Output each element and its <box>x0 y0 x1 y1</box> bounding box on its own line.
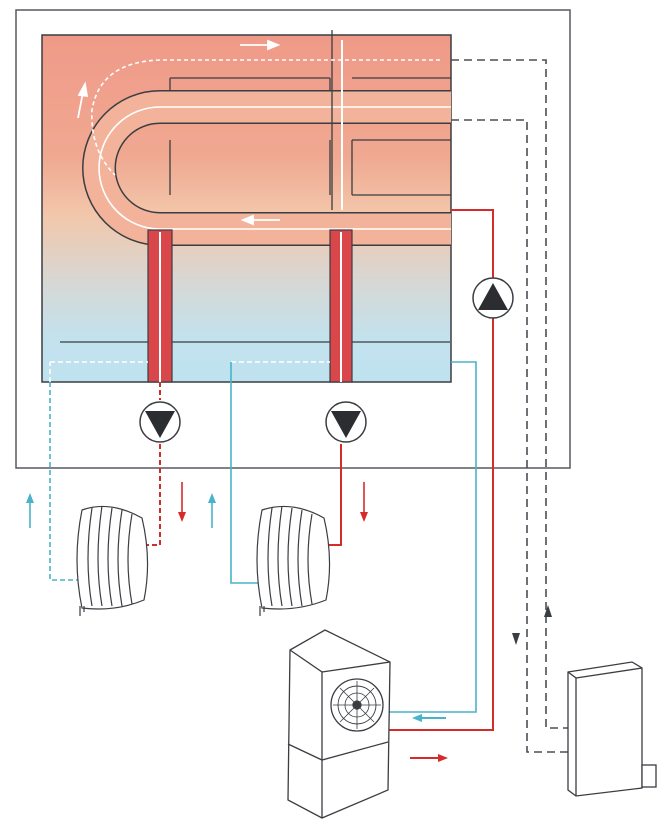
flow-arrow-icon <box>77 39 281 226</box>
radiator-circuit-left <box>49 361 161 581</box>
radiator-icon <box>256 505 331 616</box>
circulation-pump-icon <box>139 401 181 443</box>
heat-pump-outdoor-unit-icon <box>287 629 391 819</box>
radiator-icon <box>76 505 149 616</box>
flow-arrow-icon <box>208 482 368 528</box>
auxiliary-heater-pipes <box>451 59 575 753</box>
heat-pump-supply-pipe <box>388 209 494 731</box>
heat-pump-return-pipe <box>388 361 477 713</box>
flow-arrow-icon <box>410 714 448 762</box>
circulation-pump-icon <box>325 401 367 443</box>
radiator-circuit-right <box>230 361 342 584</box>
internal-flow-path <box>91 59 440 176</box>
flow-arrow-icon <box>512 605 552 645</box>
auxiliary-heater-icon <box>567 661 657 797</box>
heat-exchanger-coil <box>82 90 451 246</box>
flow-arrow-icon <box>26 482 186 528</box>
circulation-pump-icon <box>472 277 514 319</box>
